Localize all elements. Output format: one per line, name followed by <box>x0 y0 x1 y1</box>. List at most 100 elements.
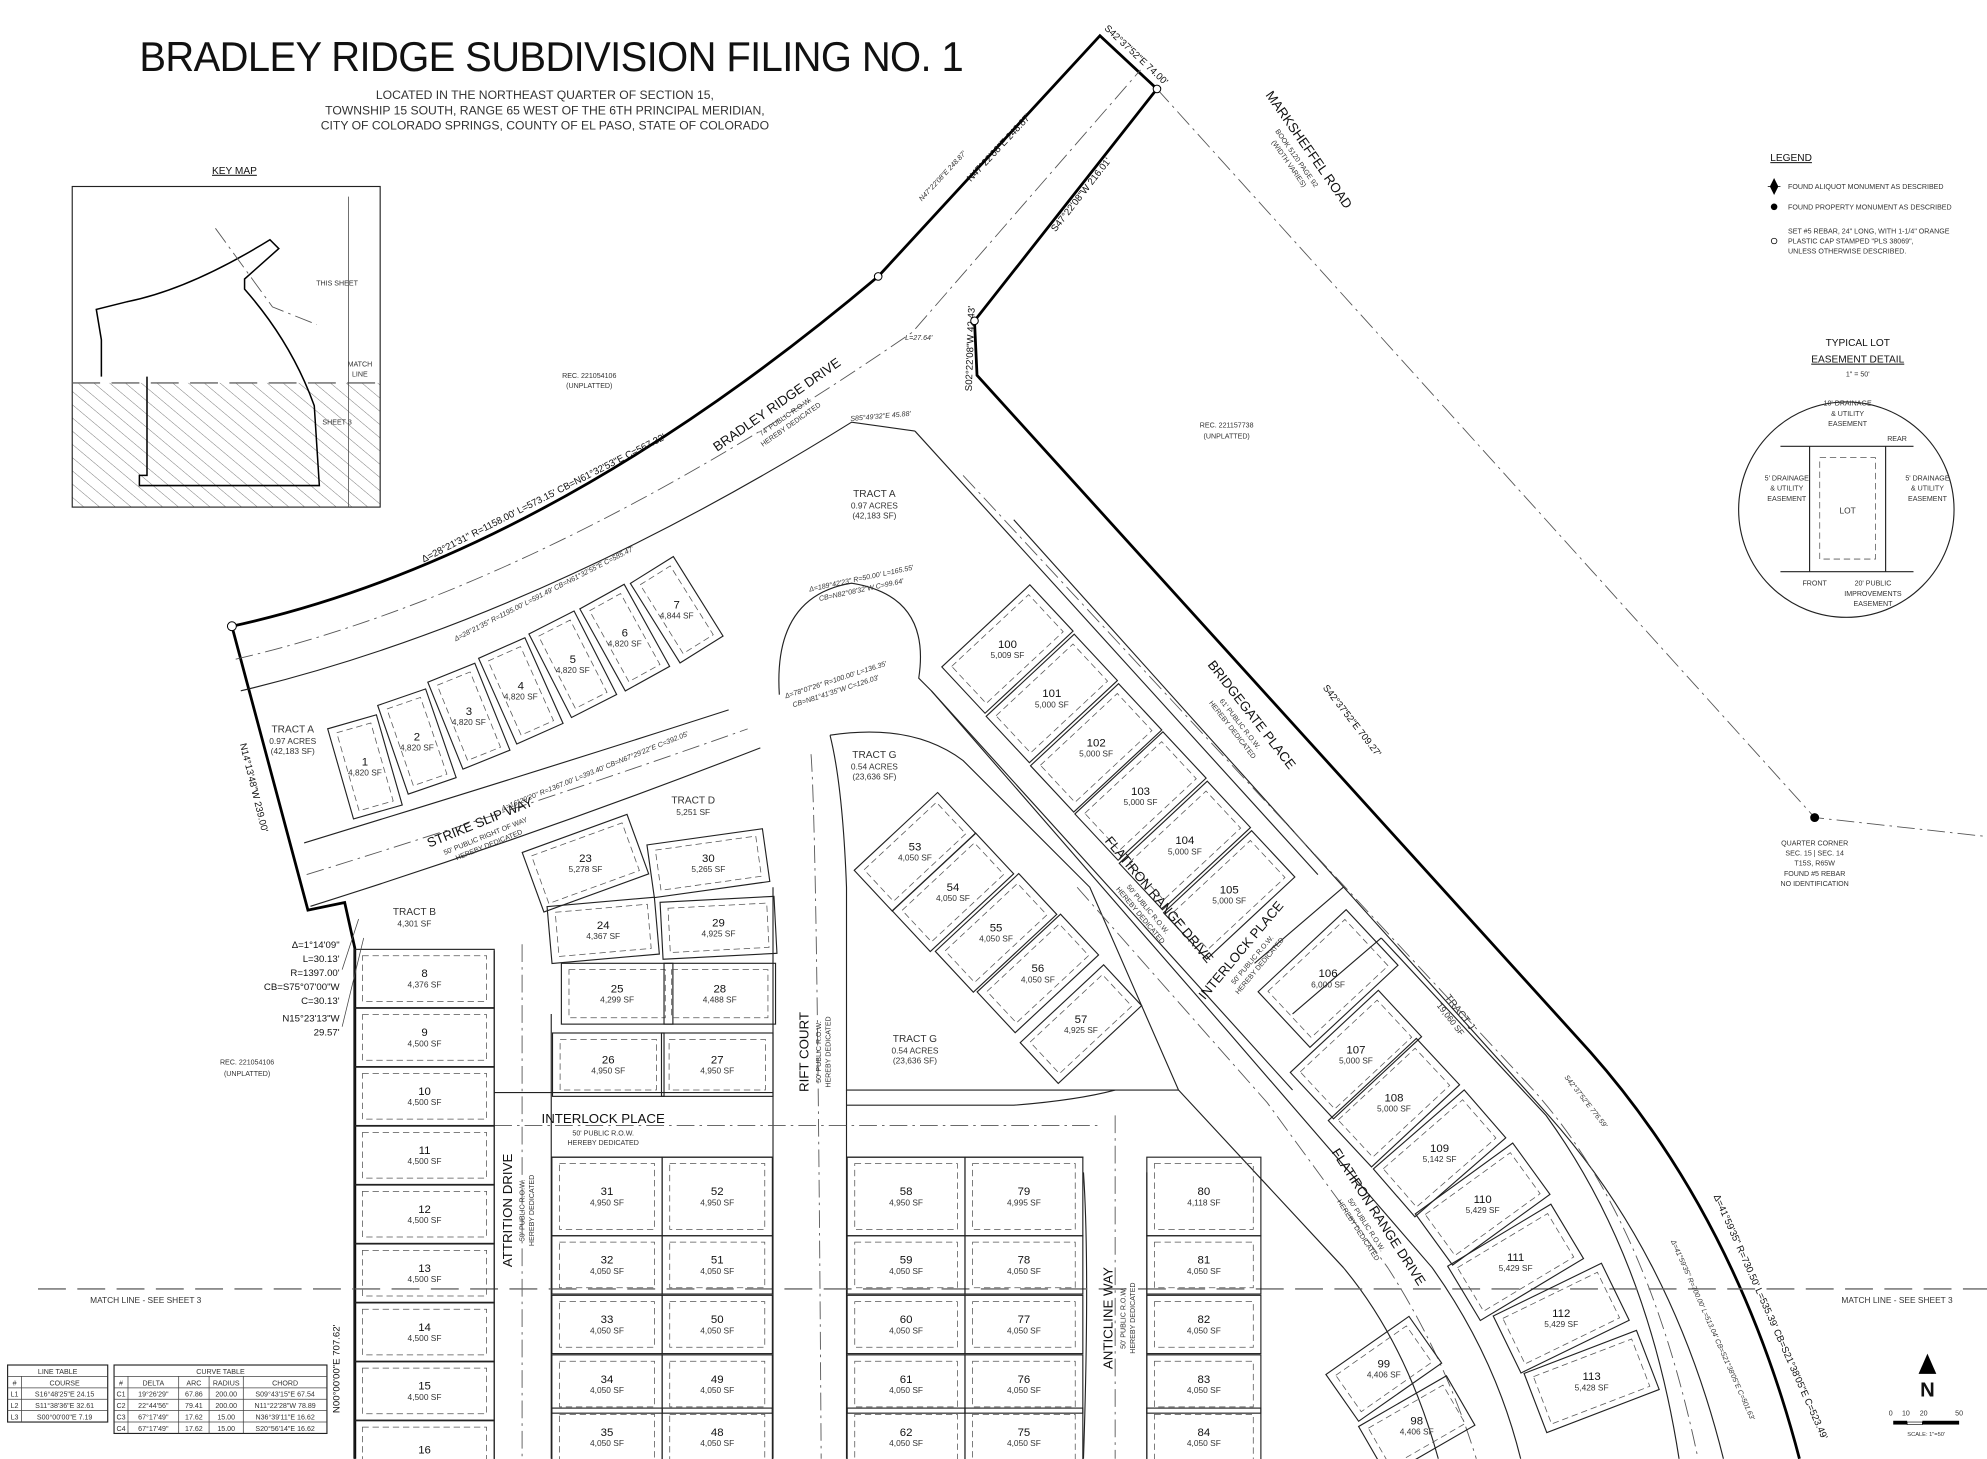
lot-setback <box>1154 1301 1254 1348</box>
lot-setback <box>559 1038 657 1091</box>
lot-number: 6 <box>622 627 628 639</box>
row-call: S85°49'32"E 45.88' <box>850 410 912 423</box>
callout-leader <box>341 918 365 1027</box>
lot-boundary <box>1146 1407 1262 1459</box>
detail-label: 5' DRAINAGE <box>1765 474 1810 482</box>
lot: 984,406 SF <box>1357 1375 1476 1459</box>
lot-number: 31 <box>601 1186 614 1198</box>
tract-area: 5,251 SF <box>676 807 710 817</box>
lot-area: 5,265 SF <box>691 864 725 874</box>
subtitle-line: CITY OF COLORADO SPRINGS, COUNTY OF EL P… <box>321 118 769 132</box>
lot-area: 4,376 SF <box>408 979 442 989</box>
lot-boundary <box>891 832 1015 953</box>
lot: 614,050 SF <box>846 1354 966 1414</box>
linework <box>230 33 1987 1459</box>
lot-number: 83 <box>1198 1374 1211 1386</box>
table-cell: 17.62 <box>185 1414 203 1422</box>
lot: 324,050 SF <box>551 1235 663 1295</box>
table-cell: 19°26'29" <box>138 1391 169 1399</box>
lot: 24,820 SF <box>376 688 457 795</box>
lot: 524,950 SF <box>661 1156 773 1237</box>
lot-setback <box>362 1308 487 1356</box>
boundary-call: N47°22'08"E 248.87' <box>965 112 1034 184</box>
tract-label: TRACT D5,251 SF <box>671 796 715 817</box>
rebar-cap-icon <box>970 316 979 326</box>
lot-area: 5,278 SF <box>568 864 602 874</box>
rebar-cap-icon <box>226 621 237 632</box>
lot-boundary <box>560 962 674 1025</box>
lot-area: 5,000 SF <box>1168 846 1202 856</box>
tract-g-boundary <box>829 731 1180 1091</box>
lot-area: 4,950 SF <box>889 1197 923 1207</box>
tract-j-line <box>1380 937 1680 1459</box>
lot-setback <box>1367 1384 1466 1459</box>
key-map-match-label: MATCH <box>348 360 373 368</box>
detail-label: LOT <box>1839 505 1855 515</box>
flatiron-centerline <box>1076 886 1477 1459</box>
adjoiner-labels: REC. 221054106 (UNPLATTED) REC. 22115773… <box>220 372 1254 1078</box>
lot-boundary <box>1327 1037 1461 1168</box>
scale-tick: 10 <box>1902 1410 1910 1418</box>
adjoiner-status: (UNPLATTED) <box>224 1070 270 1078</box>
table-title: CURVE TABLE <box>196 1368 245 1376</box>
lot-area: 4,950 SF <box>700 1066 734 1076</box>
detail-label: EASEMENT <box>1908 495 1948 503</box>
lot-number: 7 <box>674 599 680 611</box>
lot-boundary <box>376 688 457 795</box>
lot-setback <box>854 1360 958 1408</box>
lot-boundary <box>354 1125 495 1186</box>
lot: 594,050 SF <box>846 1235 966 1295</box>
lot-number: 81 <box>1198 1255 1211 1267</box>
lot-setback <box>1154 1163 1254 1230</box>
lot-area: 4,299 SF <box>600 995 634 1005</box>
lot-setback <box>671 969 769 1019</box>
tract-area: 0.54 ACRES <box>851 761 898 771</box>
lot-boundary <box>1146 1235 1262 1295</box>
legend-item-label: FOUND PROPERTY MONUMENT AS DESCRIBED <box>1788 203 1952 211</box>
lot-number: 61 <box>900 1374 913 1386</box>
detail-label: EASEMENT <box>1767 495 1807 503</box>
lot-number: 80 <box>1198 1186 1211 1198</box>
lot-setback <box>669 1301 766 1348</box>
lot-number: 27 <box>711 1054 724 1066</box>
detail-label: IMPROVEMENTS <box>1844 590 1902 598</box>
lot-setback <box>854 1241 958 1289</box>
lot-area: 5,428 SF <box>1575 1382 1609 1392</box>
table-cell: 200.00 <box>215 1402 237 1410</box>
lot-area: 5,000 SF <box>1212 896 1246 906</box>
scale-segment <box>1922 1420 1960 1425</box>
match-line-label: MATCH LINE - SEE SHEET 3 <box>90 1295 202 1305</box>
street-name: ANTICLINE WAY <box>1101 1267 1116 1369</box>
bridgegate-west-row <box>914 430 1319 875</box>
lot-number: 50 <box>711 1314 724 1326</box>
lot-setback <box>559 1414 655 1459</box>
lot-number: 55 <box>990 923 1003 935</box>
note-line: T15S, R65W <box>1794 860 1835 868</box>
lot: 784,050 SF <box>964 1235 1084 1295</box>
callout-line: R=1397.00' <box>290 968 339 979</box>
key-map-this-sheet: THIS SHEET <box>316 279 358 287</box>
lot-setback <box>972 1241 1076 1289</box>
flatiron-south-row <box>1178 1089 1439 1459</box>
property-monument-icon <box>1770 203 1778 211</box>
row-call: N47°22'08"E 248.87' <box>917 149 968 203</box>
lot-boundary <box>1325 1315 1443 1423</box>
flatiron-north-row <box>930 690 1522 1459</box>
lot-boundary <box>976 913 1100 1034</box>
lot-area: 5,429 SF <box>1499 1263 1533 1273</box>
detail-label: 20' PUBLIC <box>1855 580 1892 588</box>
lot-setback <box>1172 839 1286 950</box>
lot-area: 4,500 SF <box>408 1274 442 1284</box>
street-row-note: 50' PUBLIC R.O.W. <box>519 1180 527 1242</box>
lot-setback <box>1337 1047 1451 1158</box>
